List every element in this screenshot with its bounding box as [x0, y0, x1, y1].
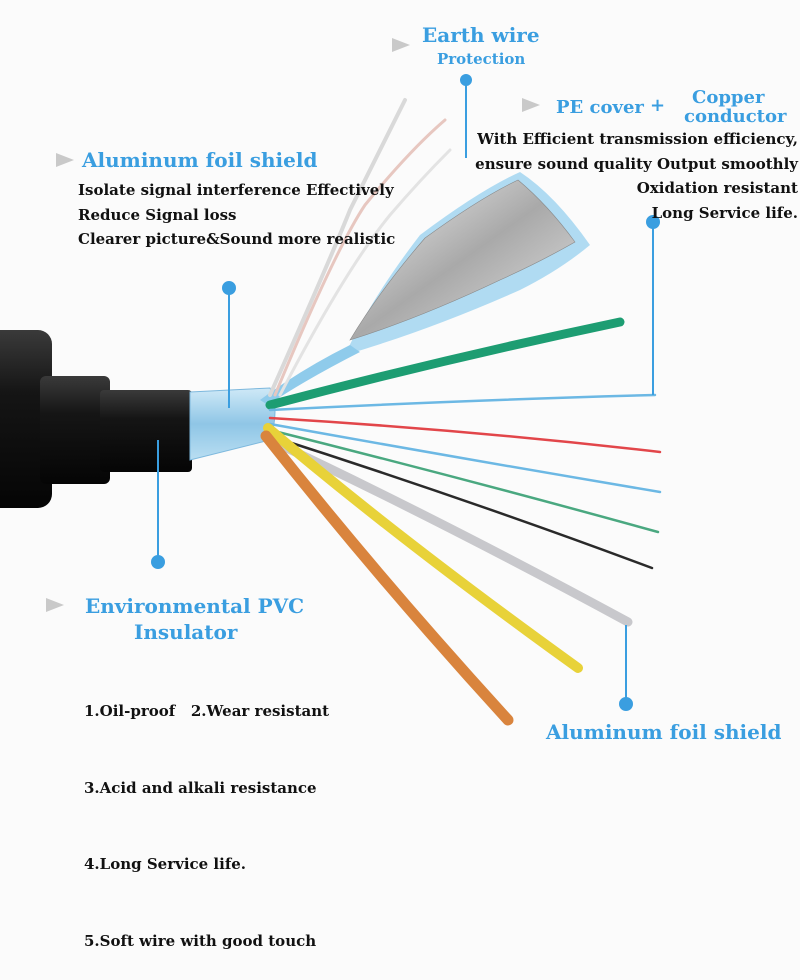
pe-desc-line: With Efficient transmission efficiency,: [477, 130, 798, 148]
pvc-feature: 4.Long Service life.: [84, 855, 247, 873]
cable-jacket: [0, 330, 192, 508]
foil-desc-line: Clearer picture&Sound more realistic: [78, 230, 396, 248]
pvc-feature: 3.Acid and alkali resistance: [84, 778, 317, 797]
pe-desc-line: Long Service life.: [651, 203, 798, 222]
foil-arrow-icon: [56, 153, 74, 167]
pe-desc-line: Oxidation resistant: [636, 179, 798, 197]
pe-description: With Efficient transmission efficiency, …: [475, 127, 798, 225]
pvc-features: 1.Oil-proof 2.Wear resistant 3.Acid and …: [84, 648, 329, 980]
foil-shield-title: Aluminum foil shield: [82, 148, 318, 172]
foil-shield-bottom-title: Aluminum foil shield: [546, 720, 782, 744]
conductor-title: conductor: [684, 106, 787, 127]
pe-cover-title: PE cover: [556, 97, 644, 118]
earth-arrow-icon: [392, 38, 410, 52]
foil-desc-line: Reduce Signal loss: [78, 205, 237, 224]
pvc-title-line2: Insulator: [134, 620, 238, 644]
pe-arrow-icon: [522, 98, 540, 112]
plus-sign: +: [650, 95, 666, 116]
pvc-feature: 1.Oil-proof 2.Wear resistant: [84, 702, 330, 720]
callout-lines: [151, 74, 660, 711]
pvc-arrow-icon: [46, 598, 64, 612]
earth-wire: [268, 98, 452, 397]
foil-description: Isolate signal interference Effectively …: [78, 178, 395, 252]
earth-wire-title: Earth wire: [422, 23, 540, 47]
foil-desc-line: Isolate signal interference Effectively: [78, 181, 394, 199]
earth-wire-subtitle: Protection: [437, 50, 526, 68]
cable-illustration: [0, 74, 662, 726]
foil-sheet: [260, 172, 590, 405]
copper-title: Copper: [692, 87, 765, 108]
pe-desc-line: ensure sound quality Output smoothly: [475, 154, 798, 173]
pvc-feature: 5.Soft wire with good touch: [84, 931, 317, 950]
pvc-title-line1: Environmental PVC: [85, 594, 305, 618]
conductors: [260, 317, 662, 726]
